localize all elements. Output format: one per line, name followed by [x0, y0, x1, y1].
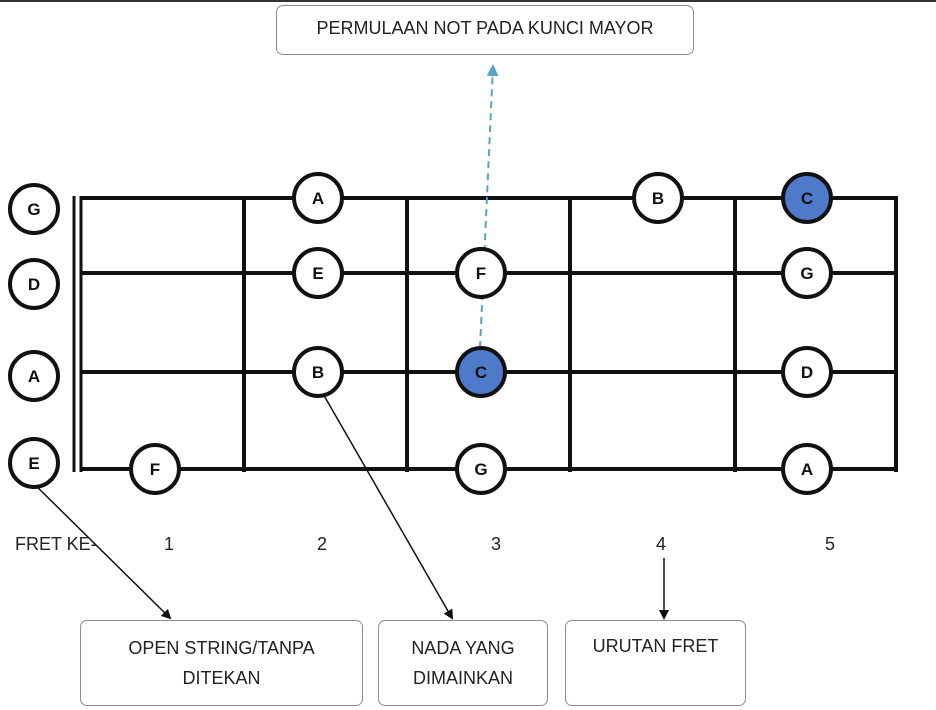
note-marker-F-D-fret-3: F: [455, 247, 507, 299]
note-circle: [292, 172, 344, 224]
arrow-open-string: [21, 471, 172, 620]
note-label: F: [150, 460, 160, 479]
note-circle: [632, 172, 684, 224]
note-marker-A-G-fret-2: A: [292, 172, 344, 224]
note-label: B: [312, 363, 324, 382]
note-marker-C-A-fret-3: C: [455, 346, 507, 398]
title-callout-box: PERMULAAN NOT PADA KUNCI MAYOR: [276, 5, 694, 55]
note-label: E: [312, 264, 323, 283]
note-circle: [781, 443, 833, 495]
open-string-callout-line2: DITEKAN: [182, 668, 261, 688]
note-marker-C-G-fret-5: C: [781, 172, 833, 224]
open-string-callout-line1: OPEN STRING/TANPA: [128, 638, 315, 658]
note-label: A: [312, 189, 324, 208]
note-marker-F-E-fret-1: F: [129, 443, 181, 495]
note-marker-B-A-fret-2: B: [292, 346, 344, 398]
note-label: B: [652, 189, 664, 208]
note-marker-D-A-fret-5: D: [781, 346, 833, 398]
note-label: F: [476, 264, 486, 283]
note-label: G: [800, 264, 813, 283]
played-note-callout-line2: DIMAINKAN: [412, 668, 513, 688]
arrow-played-note: [321, 391, 453, 620]
note-circle: [292, 346, 344, 398]
fret-number-4: 4: [656, 534, 667, 554]
note-circle: [781, 247, 833, 299]
open-string-A: A: [8, 350, 60, 402]
title-callout-text: PERMULAAN NOT PADA KUNCI MAYOR: [316, 18, 654, 38]
root-note-circle: [781, 172, 833, 224]
note-marker-G-E-fret-3: G: [455, 443, 507, 495]
open-string-D: D: [8, 258, 60, 310]
open-string-label: E: [28, 454, 39, 473]
fret-number-2: 2: [317, 534, 328, 554]
note-circle: [292, 247, 344, 299]
open-string-callout-box: OPEN STRING/TANPA DITEKAN: [80, 620, 363, 706]
open-string-label: D: [28, 275, 40, 294]
note-circle: [129, 443, 181, 495]
note-marker-E-D-fret-2: E: [292, 247, 344, 299]
open-string-label: A: [28, 367, 40, 386]
fret-order-callout-line1: URUTAN FRET: [592, 636, 719, 656]
open-string-circle: [8, 350, 60, 402]
note-circle: [455, 247, 507, 299]
note-label: C: [801, 189, 813, 208]
note-marker-A-E-fret-5: A: [781, 443, 833, 495]
top-border-line: [0, 0, 936, 2]
fret-order-callout-box: URUTAN FRET: [565, 620, 746, 706]
open-string-label: G: [27, 200, 40, 219]
open-string-circle: [8, 258, 60, 310]
fret-number-3: 3: [491, 534, 502, 554]
open-string-markers: G D A E: [8, 183, 60, 489]
played-note-callout-box: NADA YANG DIMAINKAN: [378, 620, 548, 706]
open-string-G: G: [8, 183, 60, 235]
note-label: A: [801, 460, 813, 479]
note-circle: [781, 346, 833, 398]
note-marker-B-G-fret-4: B: [632, 172, 684, 224]
dashed-arrow-to-title: [479, 64, 499, 349]
open-string-circle: [8, 183, 60, 235]
note-marker-G-D-fret-5: G: [781, 247, 833, 299]
pointer-arrows: [21, 64, 669, 620]
fret-prefix-label: FRET KE-: [15, 534, 97, 554]
open-string-E: E: [8, 437, 60, 489]
note-label: C: [475, 363, 487, 382]
note-label: D: [801, 363, 813, 382]
note-markers: A B C E F G B C D F G A: [129, 172, 833, 495]
note-circle: [455, 443, 507, 495]
note-label: G: [474, 460, 487, 479]
open-string-circle: [8, 437, 60, 489]
fret-number-1: 1: [164, 534, 175, 554]
fret-number-5: 5: [825, 534, 836, 554]
played-note-callout-line1: NADA YANG: [411, 638, 515, 658]
root-note-circle: [455, 346, 507, 398]
